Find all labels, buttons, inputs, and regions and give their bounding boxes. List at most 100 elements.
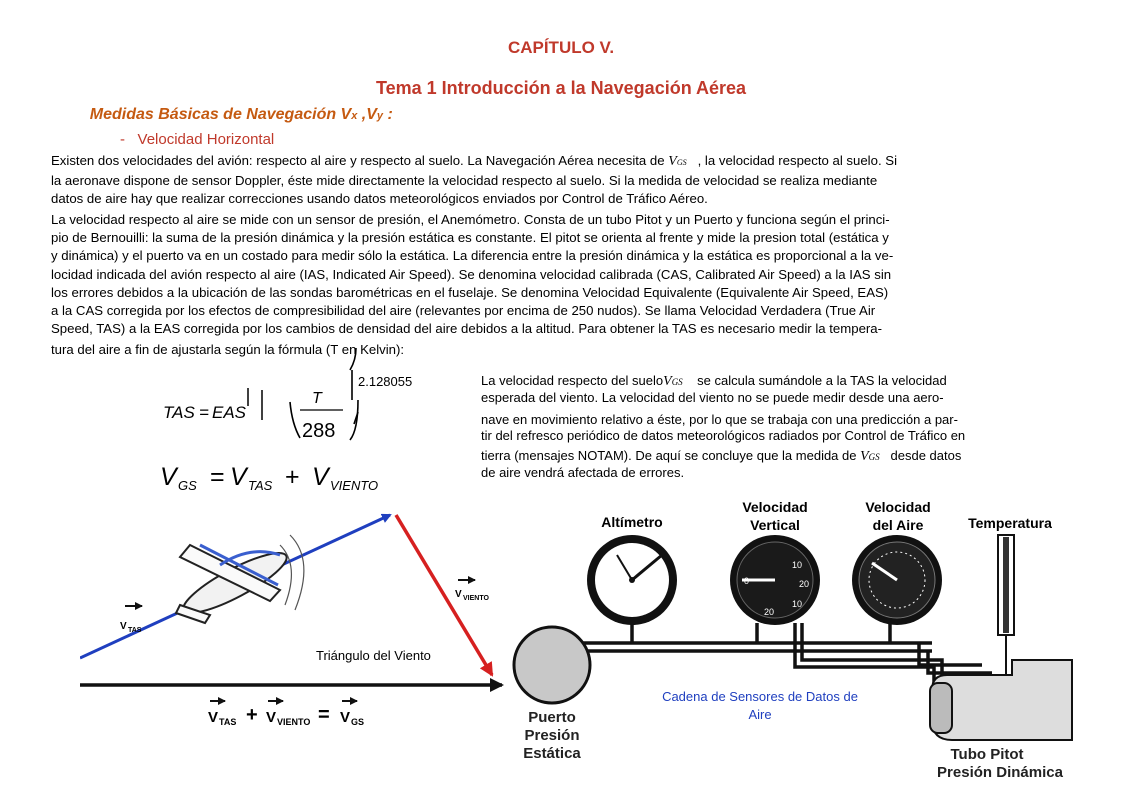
sum-v3: V — [340, 709, 350, 726]
sum-v2: V — [266, 709, 276, 726]
paragraph-1-line-1: Existen dos velocidades del avión: respe… — [51, 152, 897, 172]
altimeter-label: Altímetro — [601, 514, 662, 530]
right-text-line-3: nave en movimiento relativo a éste, por … — [481, 412, 958, 427]
vector-sum-equation: V TAS + V VIENTO = V GS — [208, 697, 364, 727]
wind-label-sub: VIENTO — [463, 595, 489, 602]
air-data-sensor-chain: Altímetro Velocidad Vertical Velocidad d… — [512, 499, 1073, 781]
tas-label-v: V — [120, 621, 127, 632]
vgs-symbol: VGS — [860, 449, 880, 464]
tas-label-sub: TAS — [128, 627, 142, 634]
sum-equals: = — [318, 704, 330, 726]
paragraph-1-line-1-a: Existen dos velocidades del avión: respe… — [51, 153, 665, 168]
formula-vviento-sub: VIENTO — [330, 478, 378, 493]
right-text-line-1: La velocidad respecto del sueloVGS se ca… — [481, 373, 965, 390]
paragraph-2-line: La velocidad respecto al aire se mide co… — [51, 212, 890, 227]
section-title: Medidas Básicas de Navegación Vx ,Vy : — [72, 106, 393, 124]
temperature-label: Temperatura — [968, 515, 1052, 531]
paragraph-1: Existen dos velocidades del avión: respe… — [51, 152, 897, 209]
section-sub-x: x — [351, 110, 358, 122]
vgs-symbol-v: V — [663, 374, 672, 389]
formula-vtas-v: V — [230, 463, 249, 491]
formula-vviento-v: V — [312, 463, 331, 491]
formula-vgs-v: V — [160, 463, 179, 491]
airplane-icon — [174, 534, 305, 625]
formula-eq: = — [199, 403, 209, 422]
wind-triangle-diagram: V TAS V VIENTO Triángulo del Viento V TA… — [80, 513, 504, 727]
right-text-line-6: de aire vendrá afectada de errores. — [481, 465, 685, 480]
pitot-tube — [929, 659, 1073, 741]
sum-viento: VIENTO — [277, 717, 310, 727]
static-port-label-3: Estática — [523, 745, 581, 762]
subsection-text: Velocidad Horizontal — [137, 131, 275, 148]
right-text-block: La velocidad respecto del sueloVGS se ca… — [481, 373, 965, 481]
wind-vector — [394, 514, 494, 677]
formula-plus: + — [285, 463, 300, 491]
topic-title: Tema 1 Introducción a la Navegación Aére… — [375, 78, 747, 98]
formula-exponent: 2.128055 — [358, 374, 412, 389]
tas-formula: TAS = EAS T 288 2.128055 V GS = V TAS + … — [160, 347, 412, 493]
section-sub-y: y — [376, 110, 384, 122]
vsi-label-1: Velocidad — [742, 499, 807, 515]
static-port-label-1: Puerto — [528, 709, 576, 726]
vsi-scale-label: 20 — [764, 607, 774, 617]
paragraph-2-line: pio de Bernouilli: la suma de la presión… — [51, 230, 889, 246]
asi-label-2: del Aire — [873, 517, 924, 533]
formula-tas: TAS — [163, 403, 195, 422]
formula-vtas-sub: TAS — [248, 478, 273, 493]
vsi-scale-label: 10 — [792, 599, 802, 609]
section-title-text: Medidas Básicas de Navegación V — [89, 106, 352, 123]
paragraph-2: La velocidad respecto al aire se mide co… — [51, 211, 893, 360]
vsi-scale-label: 10 — [792, 560, 802, 570]
vgs-symbol: VGS — [663, 374, 683, 389]
sum-gs: GS — [351, 717, 364, 727]
formula-denominator: 288 — [302, 420, 335, 442]
vgs-symbol-sub: GS — [868, 452, 880, 462]
vsi-scale-label: 0 — [744, 576, 749, 586]
subsection-dash: - — [120, 131, 125, 148]
static-port — [512, 625, 592, 705]
altimeter-gauge — [587, 535, 677, 625]
wind-label-v: V — [455, 589, 462, 600]
paragraph-2-line: los errores debidos a la ubicación de la… — [51, 284, 889, 300]
vgs-symbol-v: V — [860, 449, 869, 464]
section-colon: : — [383, 106, 393, 123]
formula-eq2: = — [210, 463, 225, 491]
paragraph-2-line: y dinámica) y el puerto va en un costado… — [51, 248, 894, 264]
right-text-line-4: tir del refresco periódico de datos mete… — [481, 428, 966, 443]
sensor-chain-caption-2: Aire — [748, 707, 771, 722]
static-port-label-2: Presión — [524, 727, 579, 744]
formula-eas: EAS — [212, 403, 247, 422]
sum-v1: V — [208, 709, 218, 726]
pressure-pipes — [577, 623, 992, 695]
subsection-title: - Velocidad Horizontal — [120, 131, 274, 148]
vertical-speed-gauge: 0 10 20 10 20 — [730, 535, 820, 625]
asi-label-1: Velocidad — [865, 499, 930, 515]
paragraph-1-line-3: datos de aire hay que realizar correccio… — [51, 191, 708, 207]
paragraph-2-line: locidad indicada del avión respecto al a… — [51, 266, 892, 282]
pitot-label-2: Presión Dinámica — [937, 764, 1064, 781]
right-text-line-1-a: La velocidad respecto del suelo — [481, 373, 664, 388]
paragraph-1-line-1-b: , la velocidad respecto al suelo. Si — [697, 153, 897, 168]
vsi-label-2: Vertical — [750, 517, 800, 533]
paragraph-2-line: Speed, TAS) a la EAS corregida por los c… — [51, 321, 883, 337]
right-text-line-1-b: se calcula sumándole a la TAS la velocid… — [697, 373, 947, 388]
right-text-line-5-a: tierra (mensajes NOTAM). De aquí se conc… — [481, 448, 857, 463]
formula-vgs-sub: GS — [178, 478, 197, 493]
vgs-symbol: VGS — [668, 154, 686, 169]
airspeed-gauge — [852, 535, 942, 625]
paragraph-2-line: tura del aire a fin de ajustarla según l… — [51, 342, 405, 358]
sum-plus: + — [246, 704, 258, 726]
right-text-line-5: tierra (mensajes NOTAM). De aquí se conc… — [481, 448, 965, 465]
pitot-label-1: Tubo Pitot — [950, 746, 1023, 763]
right-text-line-2: esperada del viento. La velocidad del vi… — [481, 390, 944, 405]
section-comma: ,V — [357, 106, 377, 123]
vgs-symbol-sub: GS — [671, 377, 683, 387]
vgs-symbol-sub: GS — [676, 158, 687, 167]
sum-tas: TAS — [219, 717, 236, 727]
paragraph-1-line-2: la aeronave dispone de sensor Doppler, é… — [51, 173, 878, 189]
sensor-chain-caption-1: Cadena de Sensores de Datos de — [662, 689, 858, 704]
vsi-scale-label: 20 — [799, 579, 809, 589]
right-text-line-5-b: desde datos — [890, 448, 962, 463]
chapter-title: CAPÍTULO V. — [507, 38, 615, 57]
vgs-symbol-v: V — [668, 154, 677, 169]
